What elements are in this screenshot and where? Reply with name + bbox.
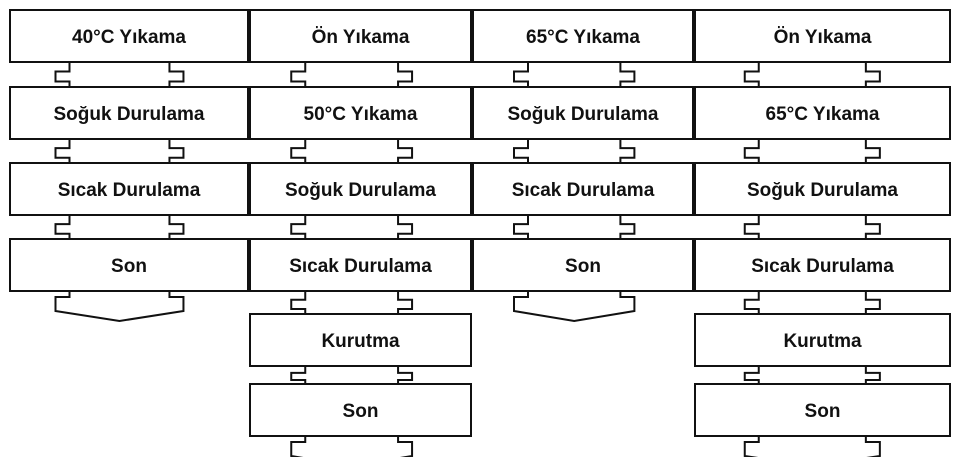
flow-arrow bbox=[743, 139, 881, 163]
step-label: Ön Yıkama bbox=[774, 27, 872, 48]
step-label: Soğuk Durulama bbox=[54, 104, 205, 125]
flow-arrow bbox=[290, 62, 414, 87]
step-box bbox=[694, 162, 951, 216]
step-box bbox=[472, 238, 694, 292]
end-arrow bbox=[743, 436, 881, 457]
step-label: Sıcak Durulama bbox=[289, 256, 432, 277]
step-box bbox=[249, 383, 472, 437]
flow-arrow bbox=[743, 366, 881, 384]
flow-arrow bbox=[513, 62, 636, 87]
flow-arrow bbox=[743, 291, 881, 314]
step-label: Son bbox=[111, 256, 147, 277]
flow-arrow bbox=[54, 139, 185, 163]
step-box bbox=[249, 238, 472, 292]
end-arrow bbox=[513, 291, 636, 323]
step-label: 40°C Yıkama bbox=[72, 27, 186, 48]
step-box bbox=[249, 162, 472, 216]
step-box bbox=[249, 9, 472, 63]
step-label: Sıcak Durulama bbox=[512, 180, 655, 201]
flow-arrow bbox=[290, 291, 414, 314]
step-label: Soğuk Durulama bbox=[285, 180, 436, 201]
step-box bbox=[9, 238, 249, 292]
step-box bbox=[694, 86, 951, 140]
step-box bbox=[9, 86, 249, 140]
step-box bbox=[9, 162, 249, 216]
step-label: Sıcak Durulama bbox=[58, 180, 201, 201]
flow-arrow bbox=[513, 139, 636, 163]
flow-arrow bbox=[54, 62, 185, 87]
flow-arrow bbox=[54, 215, 185, 239]
step-box bbox=[694, 313, 951, 367]
step-box bbox=[472, 9, 694, 63]
flow-arrow bbox=[513, 215, 636, 239]
step-box bbox=[694, 238, 951, 292]
step-label: Sıcak Durulama bbox=[751, 256, 894, 277]
end-arrow bbox=[290, 436, 414, 457]
end-arrow bbox=[54, 291, 185, 323]
step-label: Kurutma bbox=[321, 331, 400, 352]
flow-arrow bbox=[290, 139, 414, 163]
step-box bbox=[472, 86, 694, 140]
step-label: 50°C Yıkama bbox=[304, 104, 418, 125]
step-label: Soğuk Durulama bbox=[508, 104, 659, 125]
flow-arrow bbox=[743, 62, 881, 87]
flow-arrow bbox=[743, 215, 881, 239]
step-label: Son bbox=[805, 401, 841, 422]
flow-arrow bbox=[290, 215, 414, 239]
step-label: Kurutma bbox=[783, 331, 862, 352]
step-box bbox=[9, 9, 249, 63]
step-label: 65°C Yıkama bbox=[766, 104, 880, 125]
step-box bbox=[694, 9, 951, 63]
step-label: Soğuk Durulama bbox=[747, 180, 898, 201]
step-label: Ön Yıkama bbox=[312, 27, 410, 48]
step-box bbox=[472, 162, 694, 216]
step-box bbox=[694, 383, 951, 437]
flow-arrow bbox=[290, 366, 414, 384]
step-box bbox=[249, 313, 472, 367]
step-label: Son bbox=[565, 256, 601, 277]
step-label: Son bbox=[343, 401, 379, 422]
step-label: 65°C Yıkama bbox=[526, 27, 640, 48]
step-box bbox=[249, 86, 472, 140]
